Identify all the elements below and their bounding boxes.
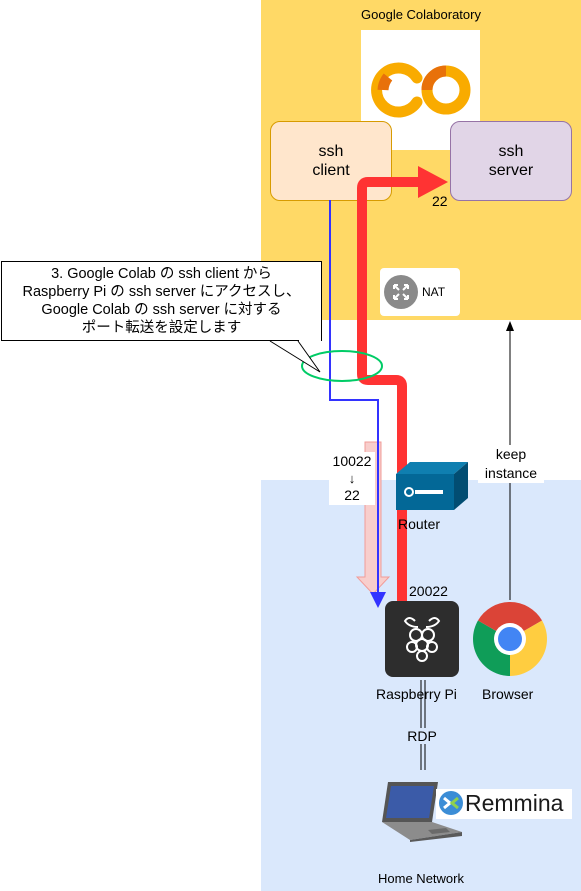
callout-box [1,261,322,341]
callout-text: 3. Google Colab の ssh client から Raspberr… [22,266,301,336]
forward-port-label: 10022 ↓ 22 [329,452,375,505]
nat-icon [384,275,418,309]
home-network-title: Home Network [378,871,464,886]
remmina-icon [438,790,464,816]
callout-pointer [269,340,321,373]
colab-logo-icon [371,62,471,118]
raspberry-pi-label: Raspberry Pi [376,686,457,702]
ssh-client-line [329,200,386,608]
nat-label: NAT [422,285,446,299]
keep-instance-label: keep instance [478,445,544,483]
chrome-icon[interactable] [473,602,547,676]
raspberry-pi-icon[interactable] [385,601,459,677]
highlight-ellipse [301,350,383,382]
router-label: Router [398,516,441,532]
google-colab-title: Google Colaboratory [361,7,481,22]
ssh-client-box[interactable]: ssh client [270,121,392,201]
forward-down-arrow: ↓ [348,471,356,486]
browser-label: Browser [482,686,534,702]
server-port-label: 22 [432,193,448,209]
forward-from-port: 10022 [332,453,372,469]
pi-port-label: 20022 [409,583,448,599]
rdp-line [420,680,426,770]
router-icon [396,460,470,512]
remmina-label: Remmina [465,790,564,816]
laptop-icon [380,780,464,842]
ssh-server-box[interactable]: ssh server [450,121,572,201]
forward-to-port: 22 [344,487,360,503]
rdp-label: RDP [402,728,442,744]
